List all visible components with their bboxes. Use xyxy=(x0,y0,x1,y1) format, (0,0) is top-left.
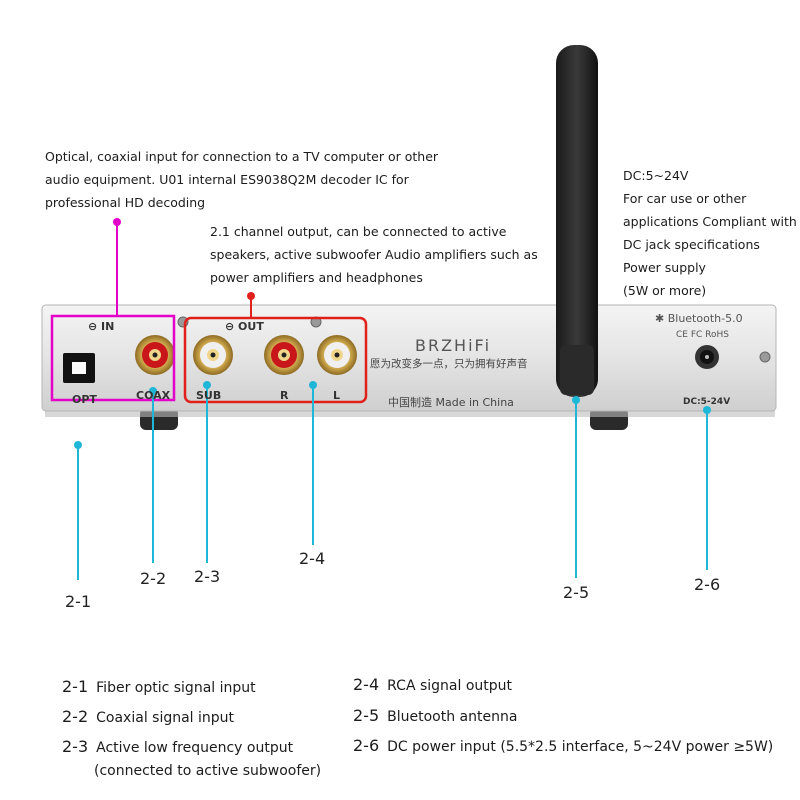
r-port xyxy=(264,335,304,375)
callout-2-2: 2-2 xyxy=(140,569,167,588)
dc-jack xyxy=(695,345,719,369)
screw xyxy=(759,351,771,363)
in-label: ⊖ IN xyxy=(88,320,115,333)
annotation-line: DC:5~24V xyxy=(623,168,689,183)
dc-label: DC:5-24V xyxy=(683,397,731,407)
out-label: ⊖ OUT xyxy=(225,320,264,333)
annotation-line: For car use or other xyxy=(623,191,747,206)
opt-label: OPT xyxy=(72,393,97,406)
brand-logo: BRZHiFi xyxy=(415,336,492,355)
bluetooth-label: ✱ Bluetooth-5.0 xyxy=(655,312,743,325)
input-box xyxy=(50,314,176,402)
optical-annotation: Optical, coaxial input for connection to… xyxy=(45,145,438,214)
annotation-line: applications Compliant with xyxy=(623,214,797,229)
output-annotation: 2.1 channel output, can be connected to … xyxy=(210,220,538,289)
callout-2-4: 2-4 xyxy=(299,549,326,568)
coax-port xyxy=(135,335,175,375)
annotation-line: 2.1 channel output, can be connected to … xyxy=(210,224,507,239)
slogan: 愿为改变多一点，只为拥有好声音 xyxy=(370,358,528,370)
annotation-line: professional HD decoding xyxy=(45,195,206,210)
l-label: L xyxy=(333,389,341,402)
power-annotation: DC:5~24V For car use or other applicatio… xyxy=(623,164,797,302)
made-in-label: 中国制造 Made in China xyxy=(388,396,514,409)
annotation-line: Power supply xyxy=(623,260,706,275)
callout-2-5: 2-5 xyxy=(563,583,590,602)
annotation-line: Optical, coaxial input for connection to… xyxy=(45,149,439,164)
callout-2-6: 2-6 xyxy=(694,575,721,594)
sub-port xyxy=(193,335,233,375)
antenna-base xyxy=(560,345,594,395)
annotation-line: power amplifiers and headphones xyxy=(210,270,423,285)
certs-label: CE FC RoHS xyxy=(676,330,729,340)
callout-2-1: 2-1 xyxy=(65,592,92,611)
r-label: R xyxy=(280,389,289,402)
annotation-line: DC jack specifications xyxy=(623,237,760,252)
output-box xyxy=(183,316,368,404)
sub-label: SUB xyxy=(196,389,222,402)
legend-item: (connected to active subwoofer) xyxy=(94,763,322,779)
annotation-line: audio equipment. U01 internal ES9038Q2M … xyxy=(45,172,409,187)
callout-2-3: 2-3 xyxy=(194,567,221,586)
annotation-line: speakers, active subwoofer Audio amplifi… xyxy=(210,247,538,262)
l-port xyxy=(317,335,357,375)
antenna xyxy=(556,45,598,397)
annotation-line: (5W or more) xyxy=(623,283,707,298)
coax-label: COAX xyxy=(136,389,171,402)
